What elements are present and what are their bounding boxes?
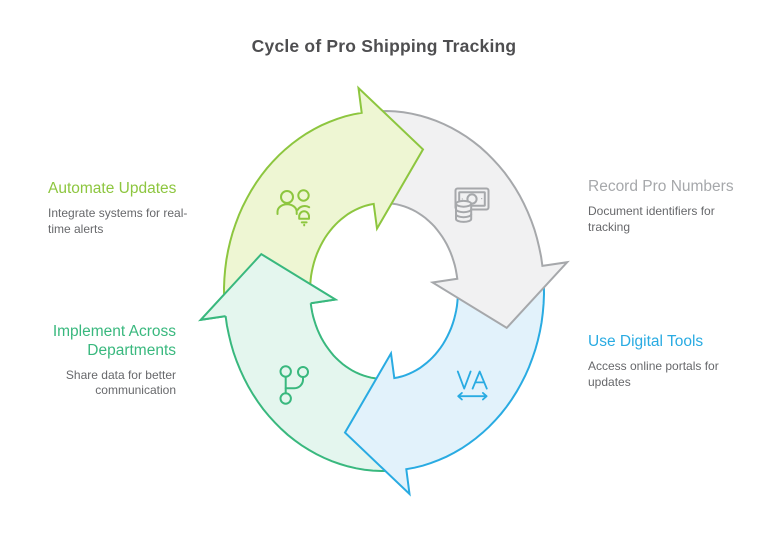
item-description: Integrate systems for real-time alerts <box>48 205 188 236</box>
item-description: Share data for better communication <box>65 367 176 398</box>
cycle-arrowhead-implement-across-departments <box>198 252 339 322</box>
cycle-segment-automate-updates <box>222 85 425 308</box>
label-record-pro-numbers: Record Pro Numbers Document identifiers … <box>588 178 740 235</box>
money-coins-icon <box>454 187 490 223</box>
item-title: Implement Across Departments <box>52 323 176 359</box>
item-description: Document identifiers for tracking <box>588 203 715 234</box>
git-branch-icon <box>279 365 309 405</box>
item-description: Access online portals for updates <box>588 358 719 389</box>
page-title: Cycle of Pro Shipping Tracking <box>251 36 517 56</box>
label-use-digital-tools: Use Digital Tools Access online portals … <box>588 333 740 390</box>
label-implement-across-departments: Implement Across Departments Share data … <box>8 323 176 399</box>
item-title: Automate Updates <box>48 180 177 197</box>
people-bell-icon <box>276 189 311 227</box>
kerning-width-icon <box>456 370 488 401</box>
label-automate-updates: Automate Updates Integrate systems for r… <box>48 180 200 237</box>
item-title: Use Digital Tools <box>588 333 704 350</box>
item-title: Record Pro Numbers <box>588 178 734 195</box>
cycle-segment-use-digital-tools <box>343 274 546 497</box>
cycle-arrows <box>198 85 570 497</box>
